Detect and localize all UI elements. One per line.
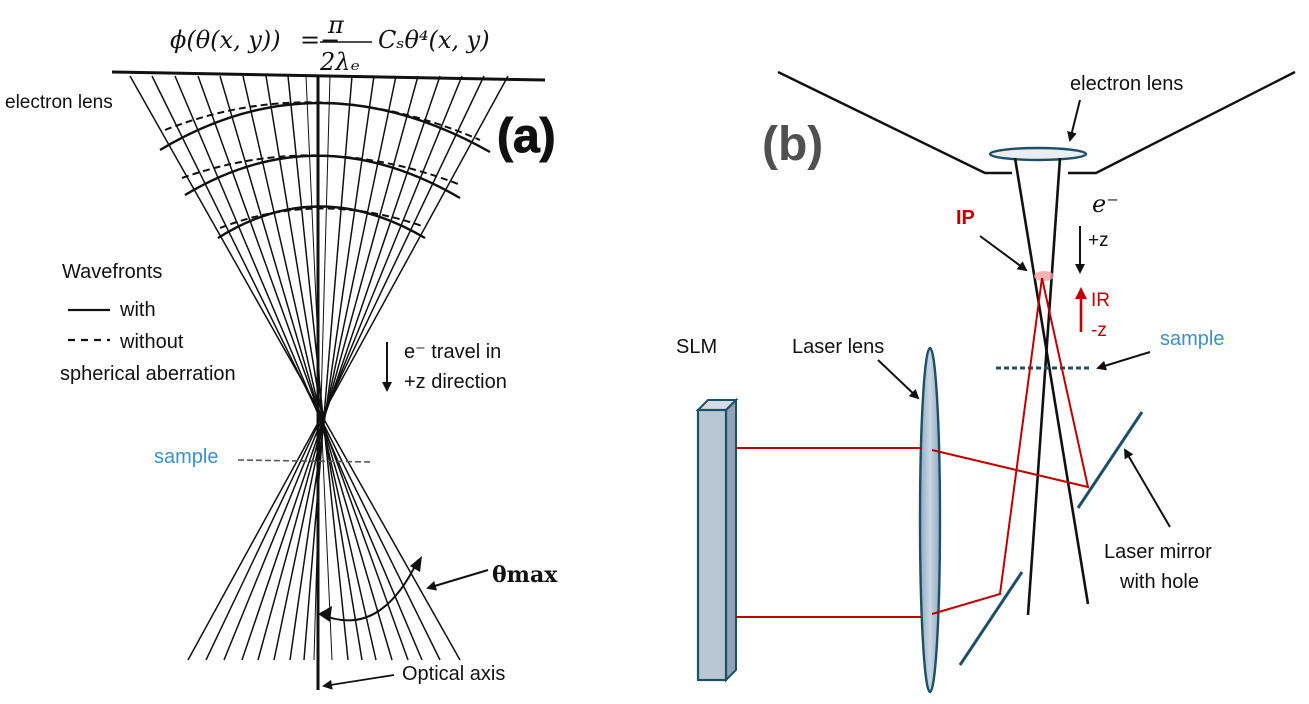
wavefront-dashed-1 [164, 101, 481, 141]
mirror-pointer [1123, 448, 1171, 528]
travel-line-1: e⁻ travel in [404, 341, 501, 363]
slm-label: SLM [676, 336, 717, 358]
panel-b-diagram: (b) electron lens e⁻ +z IP IR -z sample … [676, 70, 1296, 694]
mirror-label-2: with hole [1119, 571, 1199, 593]
slm-front-face [696, 408, 728, 682]
optical-axis-pointer [322, 674, 395, 690]
panel-a-label: (a) [497, 110, 556, 163]
theta-max-arc [319, 559, 419, 622]
ip-pointer [979, 235, 1028, 272]
mirror-label-1: Laser mirror [1104, 541, 1212, 563]
theta-max-label: θmax [492, 562, 558, 588]
legend-with-label: with [119, 299, 156, 321]
electron-ray [242, 75, 377, 661]
electron-ray [303, 75, 353, 661]
wavefront-solid-1 [159, 101, 491, 154]
electron-ray [205, 75, 485, 661]
electron-ray [129, 75, 461, 661]
slm-device [695, 397, 739, 683]
wavefronts-title: Wavefronts [62, 261, 162, 283]
formula-denominator: 2λₑ [319, 48, 360, 76]
sample-label-b: sample [1160, 328, 1224, 350]
electron-ray [187, 75, 509, 661]
electron-beam-right [1026, 157, 1062, 616]
wavefront-dashed-3 [219, 207, 423, 229]
theta-arc-head-right [410, 556, 422, 572]
laser-beam [736, 277, 1090, 618]
electron-ray [151, 75, 441, 661]
electron-lens-label-b: electron lens [1070, 73, 1183, 95]
electron-lens-ellipse [988, 146, 1088, 162]
optical-axis-label: Optical axis [402, 663, 505, 685]
plus-z-label: +z [1088, 230, 1109, 251]
electron-ray [257, 75, 419, 661]
electron-ray [289, 75, 375, 661]
wavefront-dashed-2 [181, 154, 459, 185]
electron-ray [265, 75, 363, 661]
wavefront-solid-3 [217, 205, 426, 240]
electron-label: e⁻ [1092, 190, 1119, 218]
panel-b-label: (b) [762, 118, 823, 171]
theta-pointer-arrow [426, 569, 489, 591]
laser-lens-label: Laser lens [792, 336, 884, 358]
electron-beam-left [1013, 157, 1090, 605]
electron-ray [174, 75, 423, 661]
theta-arc-head-left [318, 606, 332, 622]
panel-a-diagram: ϕ(θ(x, y)) =− π 2λₑ Cₛθ⁴(x, y) electron … [5, 11, 558, 690]
laser-ray-top-path [931, 277, 1090, 489]
legend-without-label: without [119, 331, 184, 353]
electron-lens-plane [111, 70, 546, 82]
formula-lhs: ϕ(θ(x, y)) [170, 26, 281, 54]
minus-z-label: -z [1091, 320, 1107, 341]
formula-numerator: π [327, 11, 345, 39]
electron-ray [273, 75, 397, 661]
laser-lens [918, 346, 942, 694]
slm-side-face [725, 397, 737, 683]
electron-lens-label: electron lens [5, 92, 113, 113]
sample-pointer-b [1096, 351, 1151, 371]
travel-line-2: +z direction [404, 371, 507, 393]
electron-ray [219, 75, 393, 661]
column-wall-right [1068, 70, 1296, 175]
electron-ray [197, 75, 409, 661]
sample-plane-a [237, 459, 373, 463]
laser-ray-bottom-path [931, 277, 1043, 615]
phase-formula: ϕ(θ(x, y)) =− π 2λₑ Cₛθ⁴(x, y) [170, 11, 490, 76]
column-wall-left [777, 70, 1012, 175]
laser-mirror-upper [1076, 411, 1144, 509]
laser-mirror-lower [958, 571, 1024, 666]
legend-caption: spherical aberration [60, 363, 236, 385]
electron-ray [223, 75, 463, 661]
formula-eq: =− [300, 26, 340, 54]
laser-lens-pointer [877, 359, 920, 400]
formula-rhs: Cₛθ⁴(x, y) [378, 26, 490, 54]
ir-label: IR [1091, 290, 1110, 311]
sample-label-a: sample [154, 446, 218, 468]
wavefronts-without-aberration [164, 101, 481, 229]
ip-label: IP [956, 207, 975, 229]
electron-lens-pointer [1067, 99, 1081, 142]
wavefront-solid-2 [184, 154, 461, 200]
ip-glow [1034, 271, 1054, 281]
